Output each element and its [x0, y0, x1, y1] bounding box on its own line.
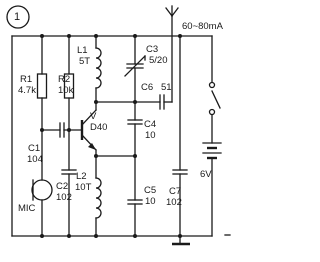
antenna-symbol: [165, 5, 179, 17]
figure-number: 1: [14, 11, 21, 23]
c4-ref: C4: [144, 119, 157, 130]
resistor-r1: [36, 73, 48, 99]
c3-value: 5/20: [149, 55, 168, 66]
c4-value: 10: [145, 130, 156, 141]
inductor-l2: [95, 177, 102, 219]
current-label: 60~80mA: [182, 21, 223, 32]
l1-ref: L1: [77, 45, 88, 56]
c7-ref: C7: [169, 186, 182, 197]
l2-ref: L2: [76, 171, 87, 182]
switch-contact-top: [208, 81, 216, 89]
c7-value: 102: [166, 197, 182, 208]
r1-ref: R1: [20, 74, 33, 85]
c3-ref: C3: [146, 44, 159, 55]
c2-value: 102: [56, 192, 72, 203]
transistor-v: [80, 109, 97, 151]
c1-value: 104: [27, 154, 43, 165]
l2-value: 10T: [75, 182, 92, 193]
inductor-l1: [95, 47, 102, 89]
transistor-value: D40: [90, 122, 108, 133]
switch-contact-bottom: [208, 108, 216, 116]
c6-value: 51: [161, 82, 172, 93]
battery-voltage: 6V: [200, 169, 212, 180]
c6-ref: C6: [141, 82, 154, 93]
mic-label: MIC: [18, 203, 36, 214]
circuit-diagram: 1 R1 4.7k R2 10k L1 5T C1 104 V D40 C2 1…: [6, 5, 231, 246]
microphone-symbol: [31, 179, 53, 201]
schematic-lines: [6, 5, 231, 246]
r2-value: 10k: [58, 85, 74, 96]
c1-ref: C1: [28, 143, 41, 154]
r1-value: 4.7k: [18, 85, 36, 96]
l1-value: 5T: [79, 56, 91, 67]
battery-symbol: [202, 142, 222, 160]
r2-ref: R2: [58, 74, 71, 85]
c2-ref: C2: [56, 181, 69, 192]
c5-ref: C5: [144, 185, 157, 196]
switch-lever: [211, 90, 221, 109]
transistor-ref: V: [90, 111, 97, 122]
figure-number-circle: [6, 5, 30, 29]
c5-value: 10: [145, 196, 156, 207]
